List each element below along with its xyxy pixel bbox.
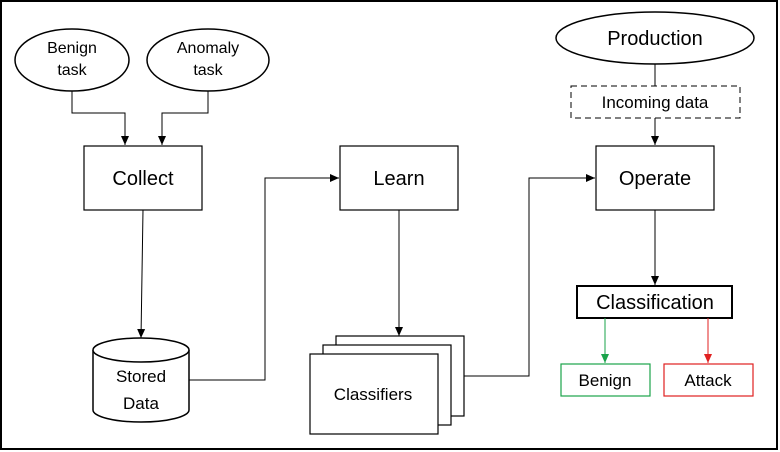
benign-task-node: Benign task <box>14 28 130 92</box>
incoming-data-node: Incoming data <box>570 85 741 119</box>
arrow-collect-to-stored-data <box>137 209 146 339</box>
production-node: Production <box>555 11 755 65</box>
anomaly-task-line1: Anomaly <box>177 40 239 57</box>
operate-label: Operate <box>619 168 691 190</box>
benign-task-line2: task <box>57 62 87 79</box>
arrow-benign-task-to-collect <box>71 91 129 145</box>
arrow-classifiers-to-operate <box>464 174 595 377</box>
stored-data-node: Stored Data <box>92 337 190 423</box>
learn-node: Learn <box>339 145 459 211</box>
incoming-data-label: Incoming data <box>602 93 709 112</box>
collect-node: Collect <box>83 145 203 211</box>
collect-label: Collect <box>112 168 174 190</box>
stored-data-line1: Stored <box>116 367 166 386</box>
production-label: Production <box>607 28 703 50</box>
arrow-anomaly-task-to-collect <box>158 91 209 145</box>
classifiers-label: Classifiers <box>334 385 412 404</box>
attack-output-node: Attack <box>663 363 754 397</box>
stored-data-line2: Data <box>123 394 159 413</box>
benign-output-label: Benign <box>579 371 632 390</box>
learn-label: Learn <box>373 168 424 190</box>
attack-output-label: Attack <box>684 371 732 390</box>
anomaly-task-line2: task <box>193 62 223 79</box>
anomaly-task-node: Anomaly task <box>146 28 270 92</box>
classification-label: Classification <box>596 292 714 314</box>
benign-task-line1: Benign <box>47 40 97 57</box>
benign-output-node: Benign <box>560 363 651 397</box>
operate-node: Operate <box>595 145 715 211</box>
classifiers-node: Classifiers <box>309 335 465 435</box>
classification-node: Classification <box>576 285 733 319</box>
arrow-stored-data-to-learn <box>189 174 339 381</box>
